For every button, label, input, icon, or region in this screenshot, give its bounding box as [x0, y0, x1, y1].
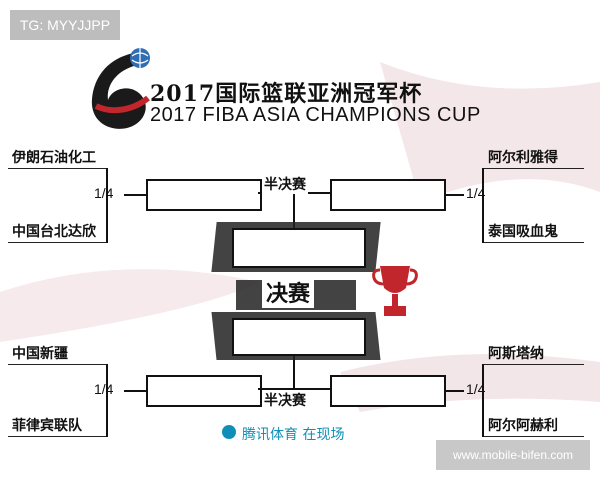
- semifinal-slot: [330, 375, 446, 407]
- title-english: 2017 FIBA ASIA CHAMPIONS CUP: [150, 104, 481, 126]
- bracket-line: [106, 364, 108, 437]
- quarter-label: 1/4: [466, 381, 486, 397]
- sponsor-text: 腾讯体育 在现场: [242, 427, 345, 443]
- semifinal-top-label: 半决赛: [262, 176, 308, 194]
- semifinal-slot: [330, 179, 446, 211]
- final-slot: [232, 228, 366, 268]
- final-label: 决赛: [262, 280, 315, 308]
- final-slot: [232, 318, 366, 356]
- bracket-line: [444, 194, 464, 196]
- team-thailand-vampires: 泰国吸血鬼: [484, 222, 584, 243]
- bracket-line: [106, 168, 108, 243]
- quarter-label: 1/4: [466, 185, 486, 201]
- watermark-top: TG: MYYJJPP: [10, 10, 120, 40]
- team-china-xinjiang: 中国新疆: [8, 344, 108, 365]
- team-al-ahli: 阿尔阿赫利: [484, 416, 584, 437]
- team-iran-petrochemical: 伊朗石油化工: [8, 148, 108, 169]
- quarter-label: 1/4: [94, 185, 114, 201]
- bracket-line: [124, 194, 146, 196]
- fiba-logo-icon: [91, 48, 150, 129]
- watermark-bottom: www.mobile-bifen.com: [436, 440, 590, 470]
- title-chinese: 2017国际篮联亚洲冠军杯: [150, 81, 423, 107]
- bracket-line: [293, 352, 295, 388]
- team-astana: 阿斯塔纳: [484, 344, 584, 365]
- bracket-line: [258, 388, 330, 390]
- team-al-riyadi: 阿尔利雅得: [484, 148, 584, 169]
- background-decoration: [0, 62, 600, 412]
- team-philippines-united: 菲律宾联队: [8, 416, 108, 437]
- bracket-line: [124, 390, 146, 392]
- bracket-line: [444, 390, 464, 392]
- semifinal-slot: [146, 179, 262, 211]
- trophy-icon: [372, 266, 418, 316]
- bracket-poster: [0, 42, 600, 438]
- semifinal-slot: [146, 375, 262, 407]
- quarter-label: 1/4: [94, 381, 114, 397]
- bracket-line: [482, 364, 484, 437]
- bracket-line: [482, 168, 484, 243]
- bracket-line: [293, 192, 295, 228]
- team-chinese-taipei-dacin: 中国台北达欣: [8, 222, 108, 243]
- tencent-sports-icon: [222, 425, 236, 439]
- semifinal-bottom-label: 半决赛: [262, 392, 308, 410]
